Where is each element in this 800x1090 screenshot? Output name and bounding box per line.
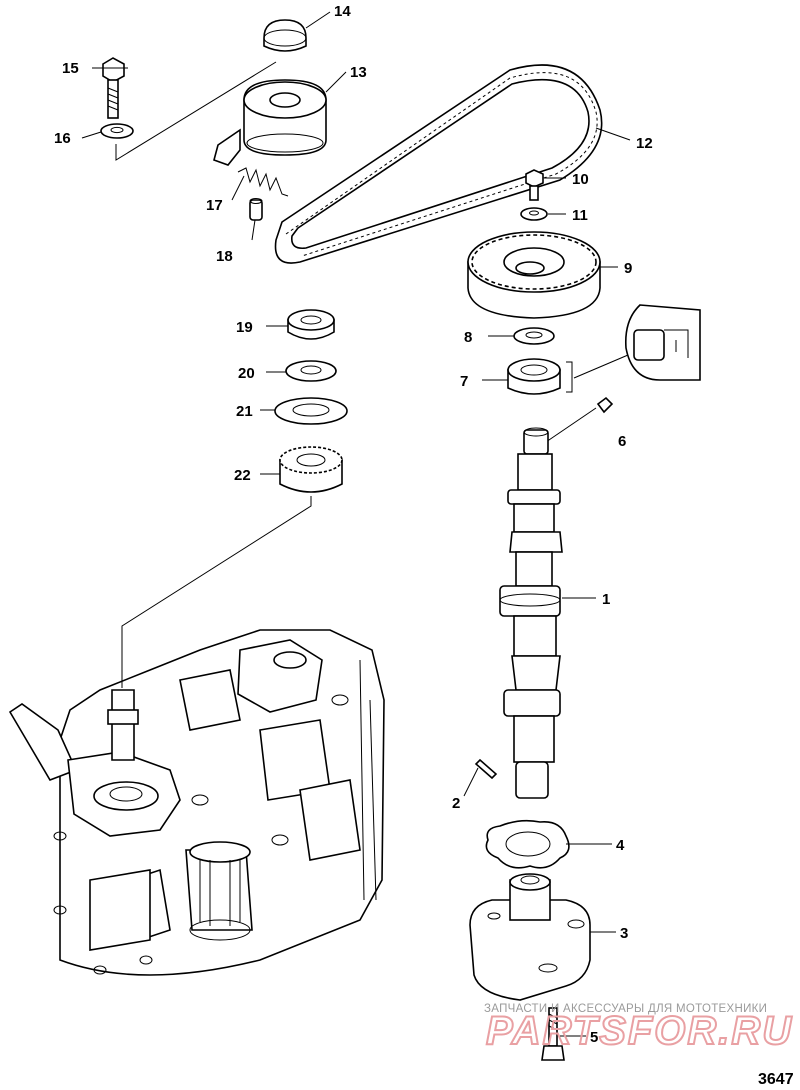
engine-block bbox=[8, 629, 385, 976]
part-21-ring bbox=[274, 397, 348, 425]
callout-20: 20 bbox=[238, 365, 255, 382]
watermark: ЗАПЧАСТИ И АКСЕССУАРЫ ДЛЯ МОТОТЕХНИКИ PA… bbox=[484, 1003, 793, 1054]
part-17-spring bbox=[237, 167, 289, 197]
callout-6: 6 bbox=[618, 433, 626, 450]
callout-16: 16 bbox=[54, 130, 71, 147]
part-22-crank-sprocket bbox=[279, 446, 343, 493]
part-2-pin bbox=[474, 758, 498, 780]
callout-14: 14 bbox=[334, 3, 351, 20]
part-13-tensioner bbox=[213, 79, 327, 166]
callout-13: 13 bbox=[350, 64, 367, 81]
callout-8: 8 bbox=[464, 329, 472, 346]
callout-21: 21 bbox=[236, 403, 253, 420]
callout-18: 18 bbox=[216, 248, 233, 265]
detail-inset bbox=[573, 304, 701, 381]
part-16-washer bbox=[100, 123, 134, 139]
callout-9: 9 bbox=[624, 260, 632, 277]
part-3-oil-pump bbox=[469, 873, 591, 1001]
callout-labels: 14 13 15 16 17 18 12 10 11 9 8 7 6 1 2 4… bbox=[54, 3, 653, 1046]
callout-1: 1 bbox=[602, 591, 610, 608]
watermark-logo: PARTSFOR.RU bbox=[486, 1009, 793, 1053]
callout-11: 11 bbox=[572, 207, 588, 224]
part-12-timing-belt bbox=[274, 64, 603, 264]
callout-12: 12 bbox=[636, 135, 653, 152]
part-14-cap bbox=[263, 19, 307, 52]
part-5-bolt bbox=[541, 1007, 565, 1061]
leader-lines bbox=[81, 11, 631, 1037]
callout-3: 3 bbox=[620, 925, 628, 942]
callout-4: 4 bbox=[616, 837, 625, 854]
part-19-nut bbox=[287, 309, 335, 340]
part-9-cam-sprocket bbox=[467, 231, 601, 319]
part-4-gasket bbox=[485, 819, 570, 869]
part-11-washer bbox=[520, 207, 548, 221]
callout-15: 15 bbox=[62, 60, 79, 77]
callout-22: 22 bbox=[234, 467, 251, 484]
callout-5: 5 bbox=[590, 1029, 598, 1046]
part-6-key bbox=[545, 396, 614, 443]
callout-10: 10 bbox=[572, 171, 589, 188]
part-15-bolt bbox=[102, 57, 125, 119]
part-18-pin bbox=[249, 198, 263, 221]
watermark-tagline: ЗАПЧАСТИ И АКСЕССУАРЫ ДЛЯ МОТОТЕХНИКИ bbox=[484, 1003, 767, 1015]
figure-number: 3647 bbox=[758, 1071, 794, 1088]
callout-19: 19 bbox=[236, 319, 253, 336]
part-7-bearing bbox=[507, 358, 573, 395]
callout-7: 7 bbox=[460, 373, 468, 390]
part-1-camshaft bbox=[499, 427, 563, 799]
callout-17: 17 bbox=[206, 197, 223, 214]
part-8-washer bbox=[513, 327, 555, 345]
part-10-bolt bbox=[525, 169, 544, 201]
callout-2: 2 bbox=[452, 795, 460, 812]
part-20-washer bbox=[285, 360, 337, 382]
